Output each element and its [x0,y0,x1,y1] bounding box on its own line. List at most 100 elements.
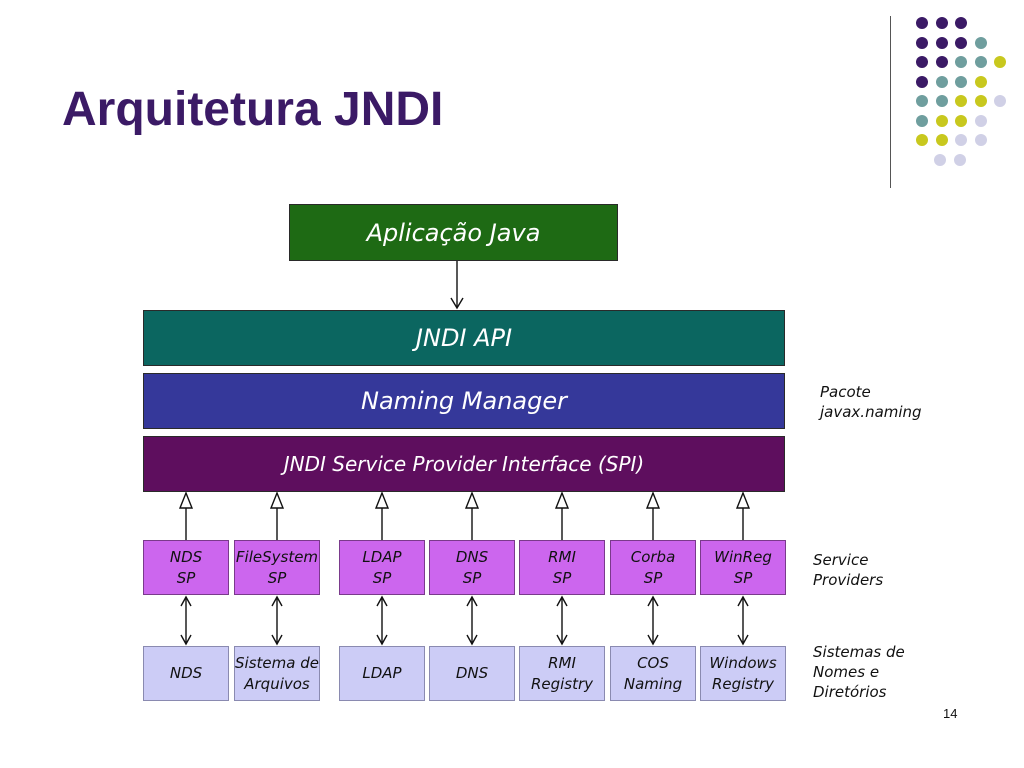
sp-to-spi-arrowhead [735,491,751,509]
box-spi: JNDI Service Provider Interface (SPI) [143,436,785,492]
service-provider-box: DNS SP [429,540,515,595]
naming-system-box-label: Windows [709,653,777,672]
service-provider-box-label: SP [552,568,572,587]
sp-to-system-arrowhead [271,595,283,607]
systems-label-line: Diretórios [813,683,887,701]
naming-system-box-label: DNS [455,664,489,682]
box-jndi-api-label: JNDI API [415,324,513,352]
service-provider-box-label: SP [733,568,753,587]
service-provider-box-label: WinReg [714,547,772,566]
decor-dot [955,56,967,68]
sp-to-system-arrowhead [376,595,388,607]
naming-system-box: LDAP [339,646,425,701]
decor-dot [974,56,987,68]
service-provider-box-label: SP [462,568,482,587]
naming-system-box-label: COS [637,653,669,672]
package-label: Pacote javax.naming [820,382,922,422]
service-provider-box-label: DNS [455,547,489,566]
providers-label-line: Service [813,551,869,569]
sp-to-system-arrowhead [180,595,192,607]
box-spi-label: JNDI Service Provider Interface (SPI) [283,452,645,476]
sp-to-spi-arrowhead [645,491,661,509]
naming-system-box-label: RMI [548,653,576,672]
service-provider-box-label: FileSystem [235,547,319,566]
service-provider-box-label: SP [372,568,392,587]
decor-dot [935,75,948,88]
decor-dot [955,114,967,127]
decor-dot [935,114,948,127]
systems-label-line: Sistemas de [813,643,905,661]
naming-system-box-label: Registry [530,674,594,693]
box-naming-manager-label: Naming Manager [361,387,567,415]
sp-to-spi-arrowhead [464,491,480,509]
decor-dot [974,75,987,88]
naming-system-box-label: NDS [169,664,203,682]
package-label-line: Pacote [820,383,871,401]
sp-to-system-arrowhead [647,595,659,607]
sp-to-system-arrowhead [556,595,568,607]
naming-system-box-label: Sistema de [235,653,319,672]
sp-to-spi-arrowhead [554,491,570,509]
sp-to-spi-arrowhead [269,491,285,509]
decor-dot [974,114,987,127]
decor-dot [916,17,928,29]
service-provider-box-label: SP [267,568,287,587]
decor-dot [955,17,967,29]
sp-to-system-arrowhead [466,595,478,607]
decor-dot [994,95,1006,107]
decor-dot [974,134,987,146]
decor-dot [955,134,967,146]
naming-system-box-label: LDAP [362,664,402,682]
decor-dot [974,95,987,107]
page-number: 14 [943,706,958,721]
decor-dot [955,95,967,107]
service-provider-box-label: NDS [169,547,203,566]
service-provider-box-label: LDAP [362,547,402,566]
sp-to-system-arrowhead [271,634,283,646]
decor-dot [916,95,928,107]
decor-dot [916,114,928,127]
sp-to-spi-arrowhead [374,491,390,509]
service-provider-box: NDS SP [143,540,229,595]
naming-system-box: Sistema de Arquivos [234,646,320,701]
service-provider-box-label: SP [643,568,663,587]
box-application: Aplicação Java [289,204,618,261]
service-provider-box: RMI SP [519,540,605,595]
service-provider-box-label: RMI [548,547,576,566]
decor-dot [935,17,948,29]
decor-dot [955,75,967,88]
sp-to-system-arrowhead [737,634,749,646]
decor-dot [935,134,948,146]
package-label-line: javax.naming [820,403,922,421]
decor-dot [935,95,948,107]
box-naming-manager: Naming Manager [143,373,785,429]
decor-dot [916,134,928,146]
sp-to-system-arrowhead [737,595,749,607]
naming-system-box: NDS [143,646,229,701]
box-jndi-api: JNDI API [143,310,785,366]
systems-label: Sistemas de Nomes e Diretórios [813,642,905,702]
decor-dot [934,153,946,166]
sp-to-spi-arrowhead [178,491,194,509]
box-application-label: Aplicação Java [366,218,541,247]
providers-label: Service Providers [813,550,883,590]
decor-dot [916,36,928,49]
decor-dot [994,56,1006,68]
decor-dot [916,56,928,68]
decor-dot [935,36,948,49]
sp-to-system-arrowhead [556,634,568,646]
naming-system-box: DNS [429,646,515,701]
decor-divider [890,16,891,188]
sp-to-system-arrowhead [180,634,192,646]
sp-to-system-arrowhead [647,634,659,646]
service-provider-box-label: SP [176,568,196,587]
naming-system-box-label: Arquivos [244,674,310,693]
naming-system-box-label: Naming [623,674,683,693]
sp-to-system-arrowhead [466,634,478,646]
naming-system-box: RMI Registry [519,646,605,701]
systems-label-line: Nomes e [813,663,880,681]
